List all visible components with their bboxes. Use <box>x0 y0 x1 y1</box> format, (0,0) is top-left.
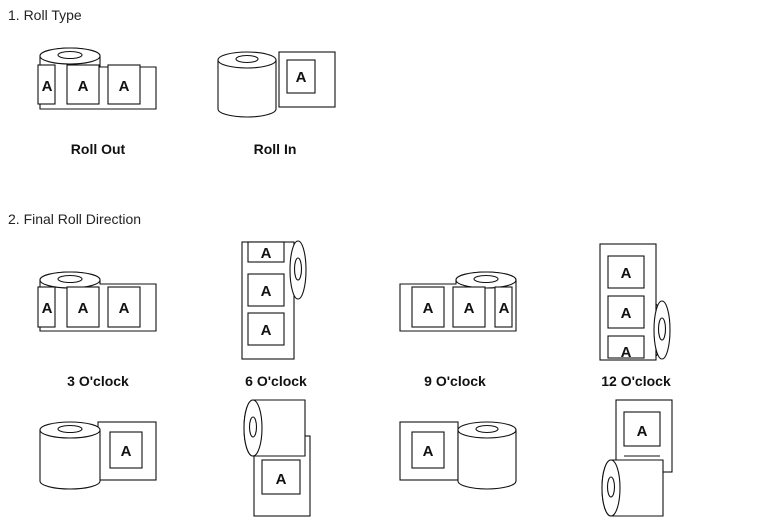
direction-9-oclock-roll-in: A <box>399 421 517 490</box>
roll-type-heading: 1. Roll Type <box>8 7 82 23</box>
label-letter: A <box>621 344 632 361</box>
label-letter: A <box>464 300 475 317</box>
roll-in-illustration: A <box>217 51 336 118</box>
direction-6-oclock-roll-out: A A A <box>241 240 307 360</box>
label-letter: A <box>119 78 130 95</box>
roll-out-illustration: A A A <box>37 47 157 110</box>
label-letter: A <box>296 69 307 86</box>
final-roll-direction-heading: 2. Final Roll Direction <box>8 211 142 227</box>
label-letter: A <box>423 300 434 317</box>
caption-3-oclock: 3 O'clock <box>67 373 129 389</box>
label-letter: A <box>121 443 132 460</box>
label-letter: A <box>42 78 53 95</box>
direction-12-oclock-roll-out: A A A <box>599 243 671 361</box>
label-letter: A <box>261 245 272 262</box>
label-letter: A <box>261 283 272 300</box>
label-letter: A <box>276 471 287 488</box>
caption-roll-in: Roll In <box>253 141 297 157</box>
direction-3-oclock-roll-in: A <box>39 421 157 490</box>
label-letter: A <box>423 443 434 460</box>
label-letter: A <box>499 300 510 317</box>
label-letter: A <box>261 322 272 339</box>
direction-3-oclock-roll-out: A A A <box>37 271 157 332</box>
label-letter: A <box>119 300 130 317</box>
label-letter: A <box>78 300 89 317</box>
direction-9-oclock-roll-out: A A A <box>399 271 517 332</box>
label-letter: A <box>621 265 632 282</box>
direction-6-oclock-roll-in: A <box>243 399 311 517</box>
caption-9-oclock: 9 O'clock <box>424 373 486 389</box>
caption-6-oclock: 6 O'clock <box>245 373 307 389</box>
label-letter: A <box>637 423 648 440</box>
label-letter: A <box>621 305 632 322</box>
label-letter: A <box>78 78 89 95</box>
label-letter: A <box>42 300 53 317</box>
direction-12-oclock-roll-in: A <box>601 399 673 517</box>
caption-roll-out: Roll Out <box>70 141 126 157</box>
caption-12-oclock: 12 O'clock <box>601 373 671 389</box>
